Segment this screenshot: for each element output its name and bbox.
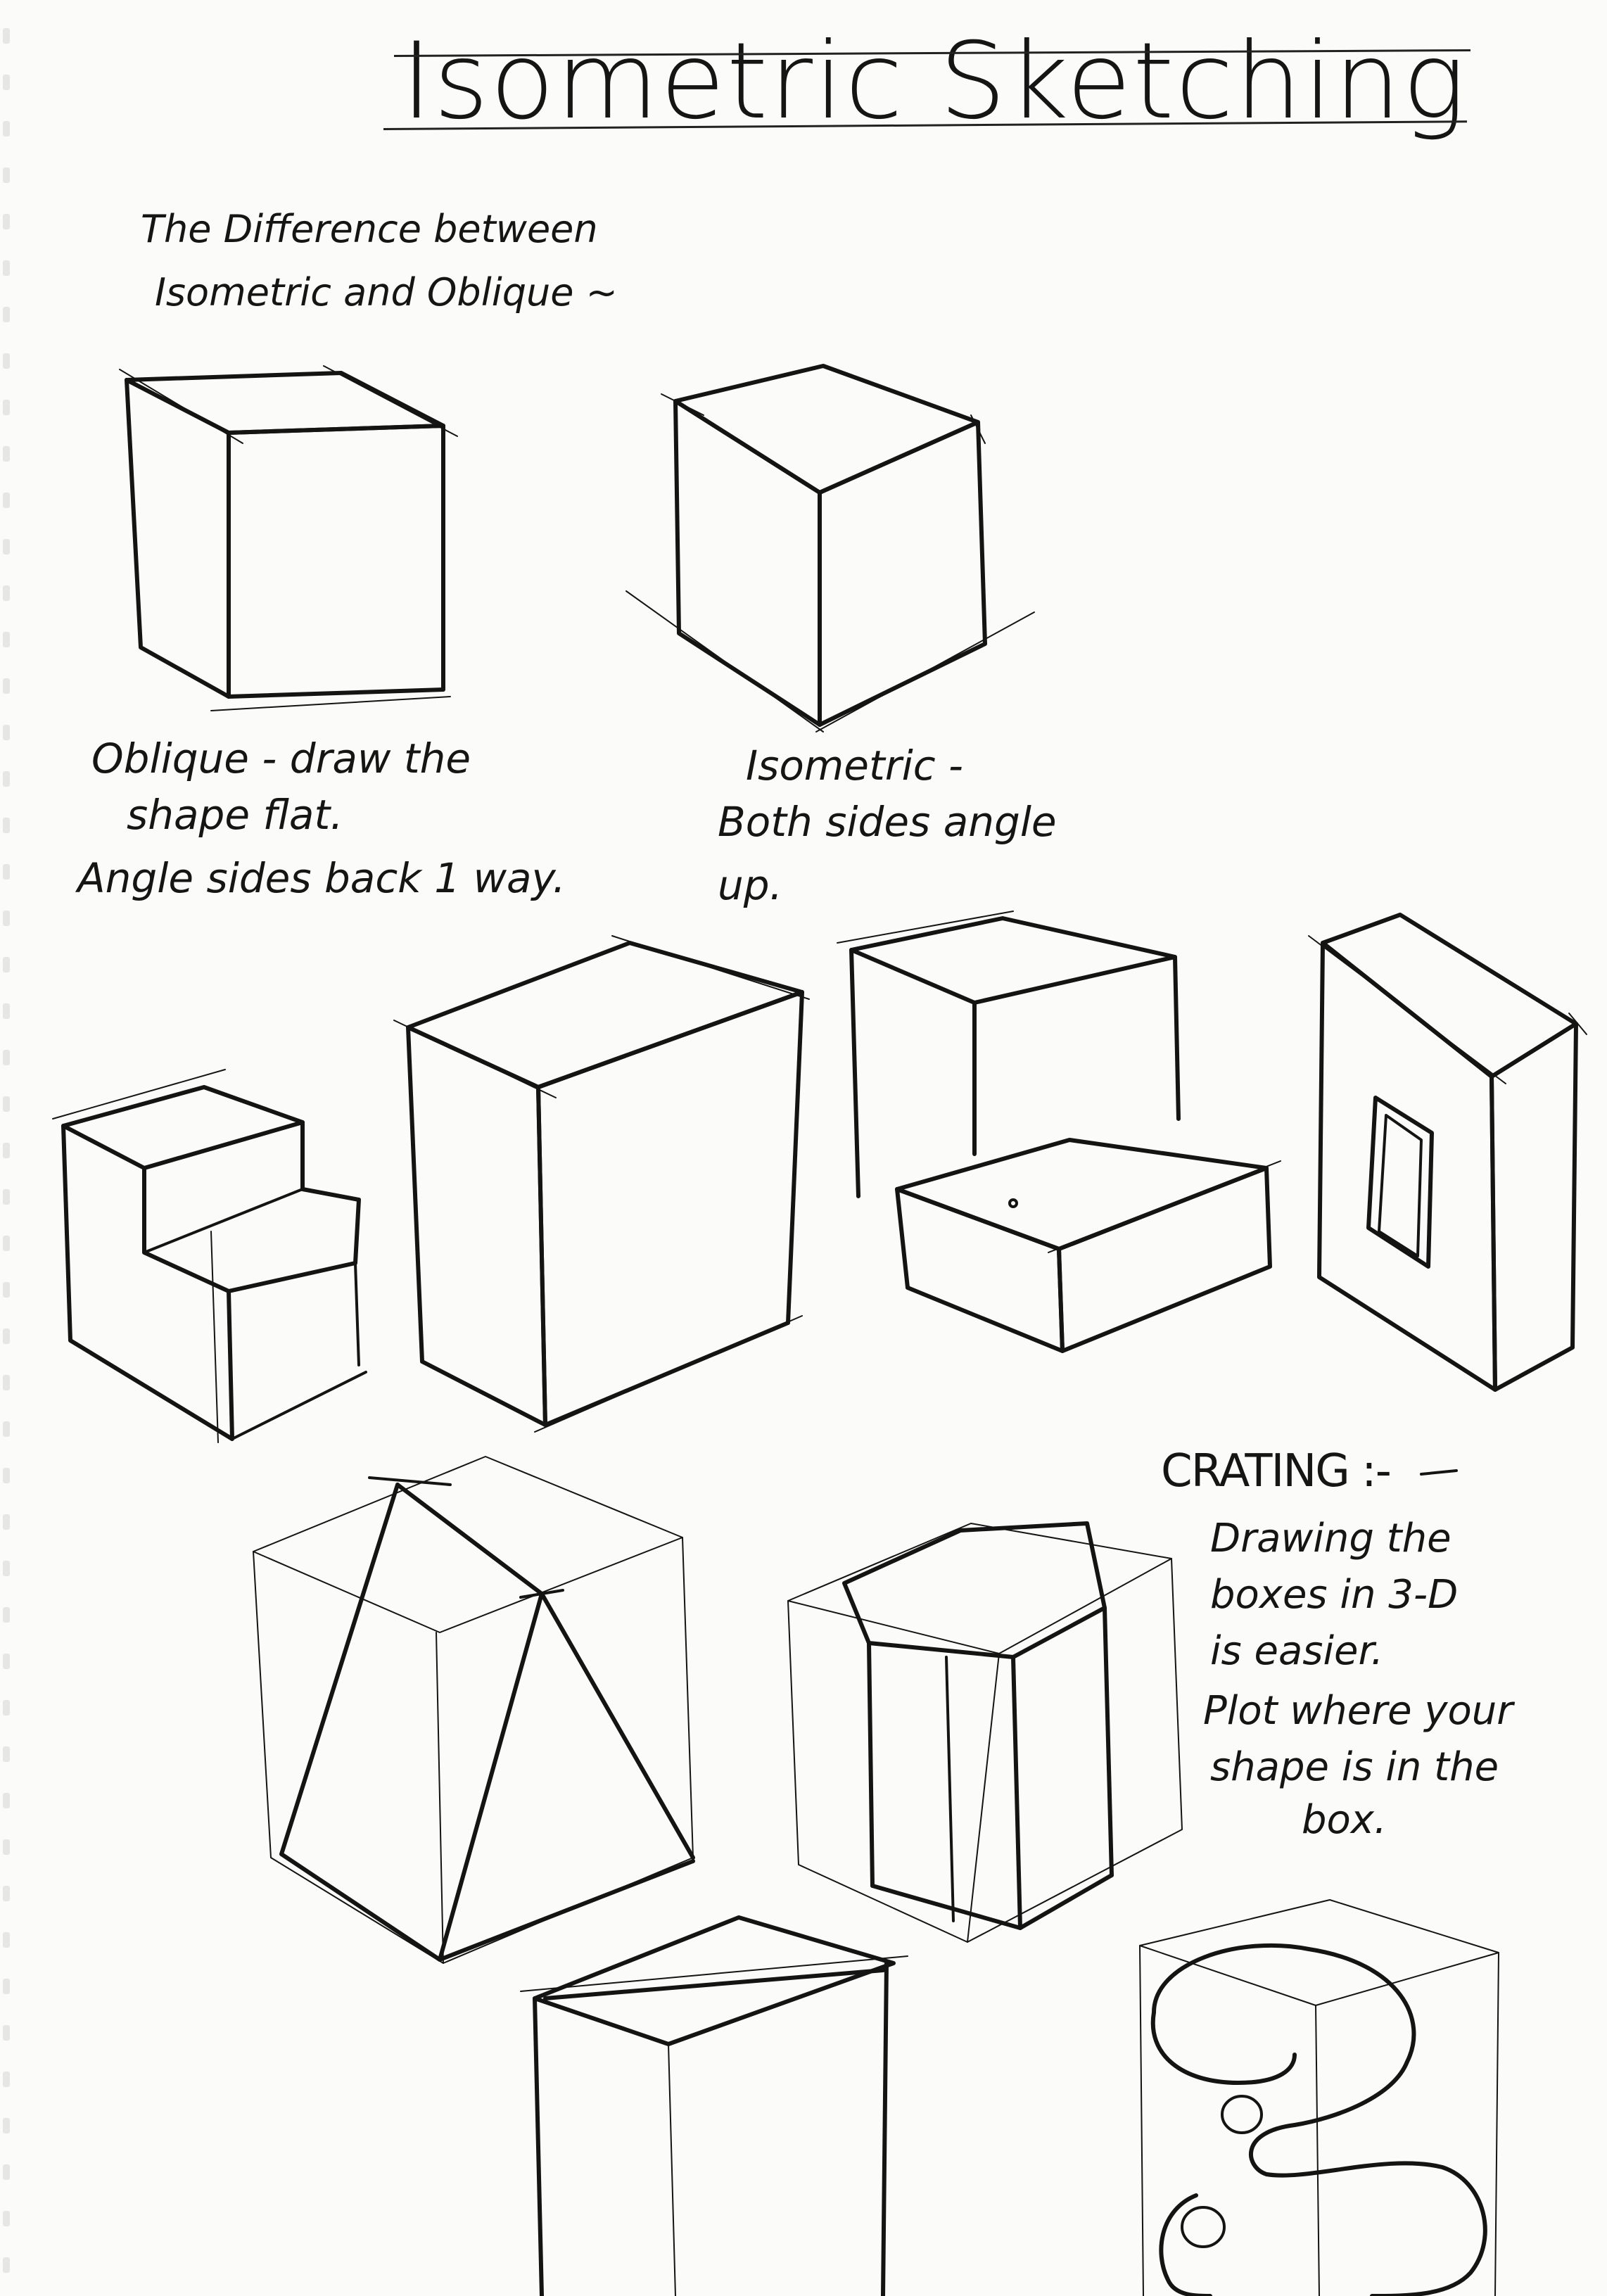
binding-hole bbox=[3, 400, 10, 415]
binding-hole bbox=[3, 632, 10, 647]
oblique-caption-line-3: Angle sides back 1 way. bbox=[77, 854, 566, 902]
binding-hole bbox=[3, 446, 10, 462]
frame-block-sketch bbox=[1308, 913, 1587, 1392]
crated-hexagonal-prism-sketch bbox=[787, 1521, 1183, 1943]
binding-hole bbox=[3, 725, 10, 740]
crated-letter-s-sketch bbox=[1139, 1899, 1499, 2296]
oblique-caption-line-2: shape flat. bbox=[127, 791, 343, 839]
crating-line-6: box. bbox=[1302, 1797, 1387, 1843]
crated-triangular-prism-sketch bbox=[253, 1456, 695, 1964]
binding-hole bbox=[3, 307, 10, 322]
binding-hole bbox=[3, 1514, 10, 1530]
crate-box-sketch bbox=[520, 1915, 908, 2296]
binding-hole bbox=[3, 1746, 10, 1762]
binding-hole bbox=[3, 957, 10, 972]
binding-hole bbox=[3, 1468, 10, 1483]
isometric-cube-sketch bbox=[625, 364, 1035, 732]
binding-hole bbox=[3, 1236, 10, 1251]
oblique-caption-line-1: Oblique - draw the bbox=[91, 735, 471, 782]
crating-line-1: Drawing the bbox=[1210, 1516, 1452, 1561]
binding-hole bbox=[3, 214, 10, 229]
binding-hole bbox=[3, 2164, 10, 2180]
binding-hole bbox=[3, 539, 10, 554]
binding-hole bbox=[3, 771, 10, 787]
binding-hole bbox=[3, 1839, 10, 1855]
binding-hole bbox=[3, 1607, 10, 1623]
binding-hole bbox=[3, 1979, 10, 1994]
binding-hole bbox=[3, 2072, 10, 2087]
oblique-cube-sketch bbox=[119, 365, 458, 711]
binding-hole bbox=[3, 864, 10, 880]
binding-hole bbox=[3, 75, 10, 90]
intro-line-1: The Difference between bbox=[141, 207, 598, 251]
isometric-caption-line-3: up. bbox=[718, 861, 783, 909]
binding-hole bbox=[3, 1328, 10, 1344]
binding-hole bbox=[3, 1793, 10, 1808]
binding-hole bbox=[3, 1282, 10, 1298]
crating-heading-squiggle bbox=[1420, 1469, 1458, 1476]
binding-hole bbox=[3, 493, 10, 508]
binding-hole bbox=[3, 2025, 10, 2041]
tall-box-sketch bbox=[393, 935, 810, 1433]
crating-line-3: is easier. bbox=[1210, 1628, 1384, 1674]
binding-hole bbox=[3, 1189, 10, 1205]
crating-line-4: Plot where your bbox=[1203, 1688, 1513, 1734]
binding-hole bbox=[3, 1421, 10, 1437]
binding-hole bbox=[3, 585, 10, 601]
binding-hole bbox=[3, 1561, 10, 1576]
binding-hole bbox=[3, 1375, 10, 1390]
binding-hole bbox=[3, 1003, 10, 1019]
crating-line-5: shape is in the bbox=[1210, 1744, 1499, 1790]
binding-hole bbox=[3, 2257, 10, 2273]
binding-holes bbox=[0, 0, 21, 2296]
binding-hole bbox=[3, 260, 10, 276]
intro-line-2: Isometric and Oblique ~ bbox=[155, 270, 618, 315]
binding-hole bbox=[3, 353, 10, 369]
binding-hole bbox=[3, 1654, 10, 1669]
binding-hole bbox=[3, 818, 10, 833]
binding-hole bbox=[3, 1050, 10, 1065]
binding-hole bbox=[3, 911, 10, 926]
crating-heading: CRATING :- bbox=[1161, 1445, 1392, 1497]
binding-hole bbox=[3, 2211, 10, 2226]
binding-hole bbox=[3, 678, 10, 694]
binding-hole bbox=[3, 1096, 10, 1112]
binding-hole bbox=[3, 1143, 10, 1158]
binding-hole bbox=[3, 28, 10, 44]
isometric-caption-line-2: Both sides angle bbox=[718, 798, 1057, 846]
binding-hole bbox=[3, 1886, 10, 1901]
stepped-block-sketch bbox=[52, 1069, 367, 1443]
binding-hole bbox=[3, 1700, 10, 1715]
crating-line-2: boxes in 3-D bbox=[1210, 1572, 1459, 1618]
binding-hole bbox=[3, 121, 10, 137]
binding-hole bbox=[3, 2118, 10, 2133]
isometric-caption-line-1: Isometric - bbox=[746, 742, 963, 789]
two-blocks-sketch bbox=[837, 911, 1281, 1353]
binding-hole bbox=[3, 167, 10, 183]
binding-hole bbox=[3, 1932, 10, 1948]
